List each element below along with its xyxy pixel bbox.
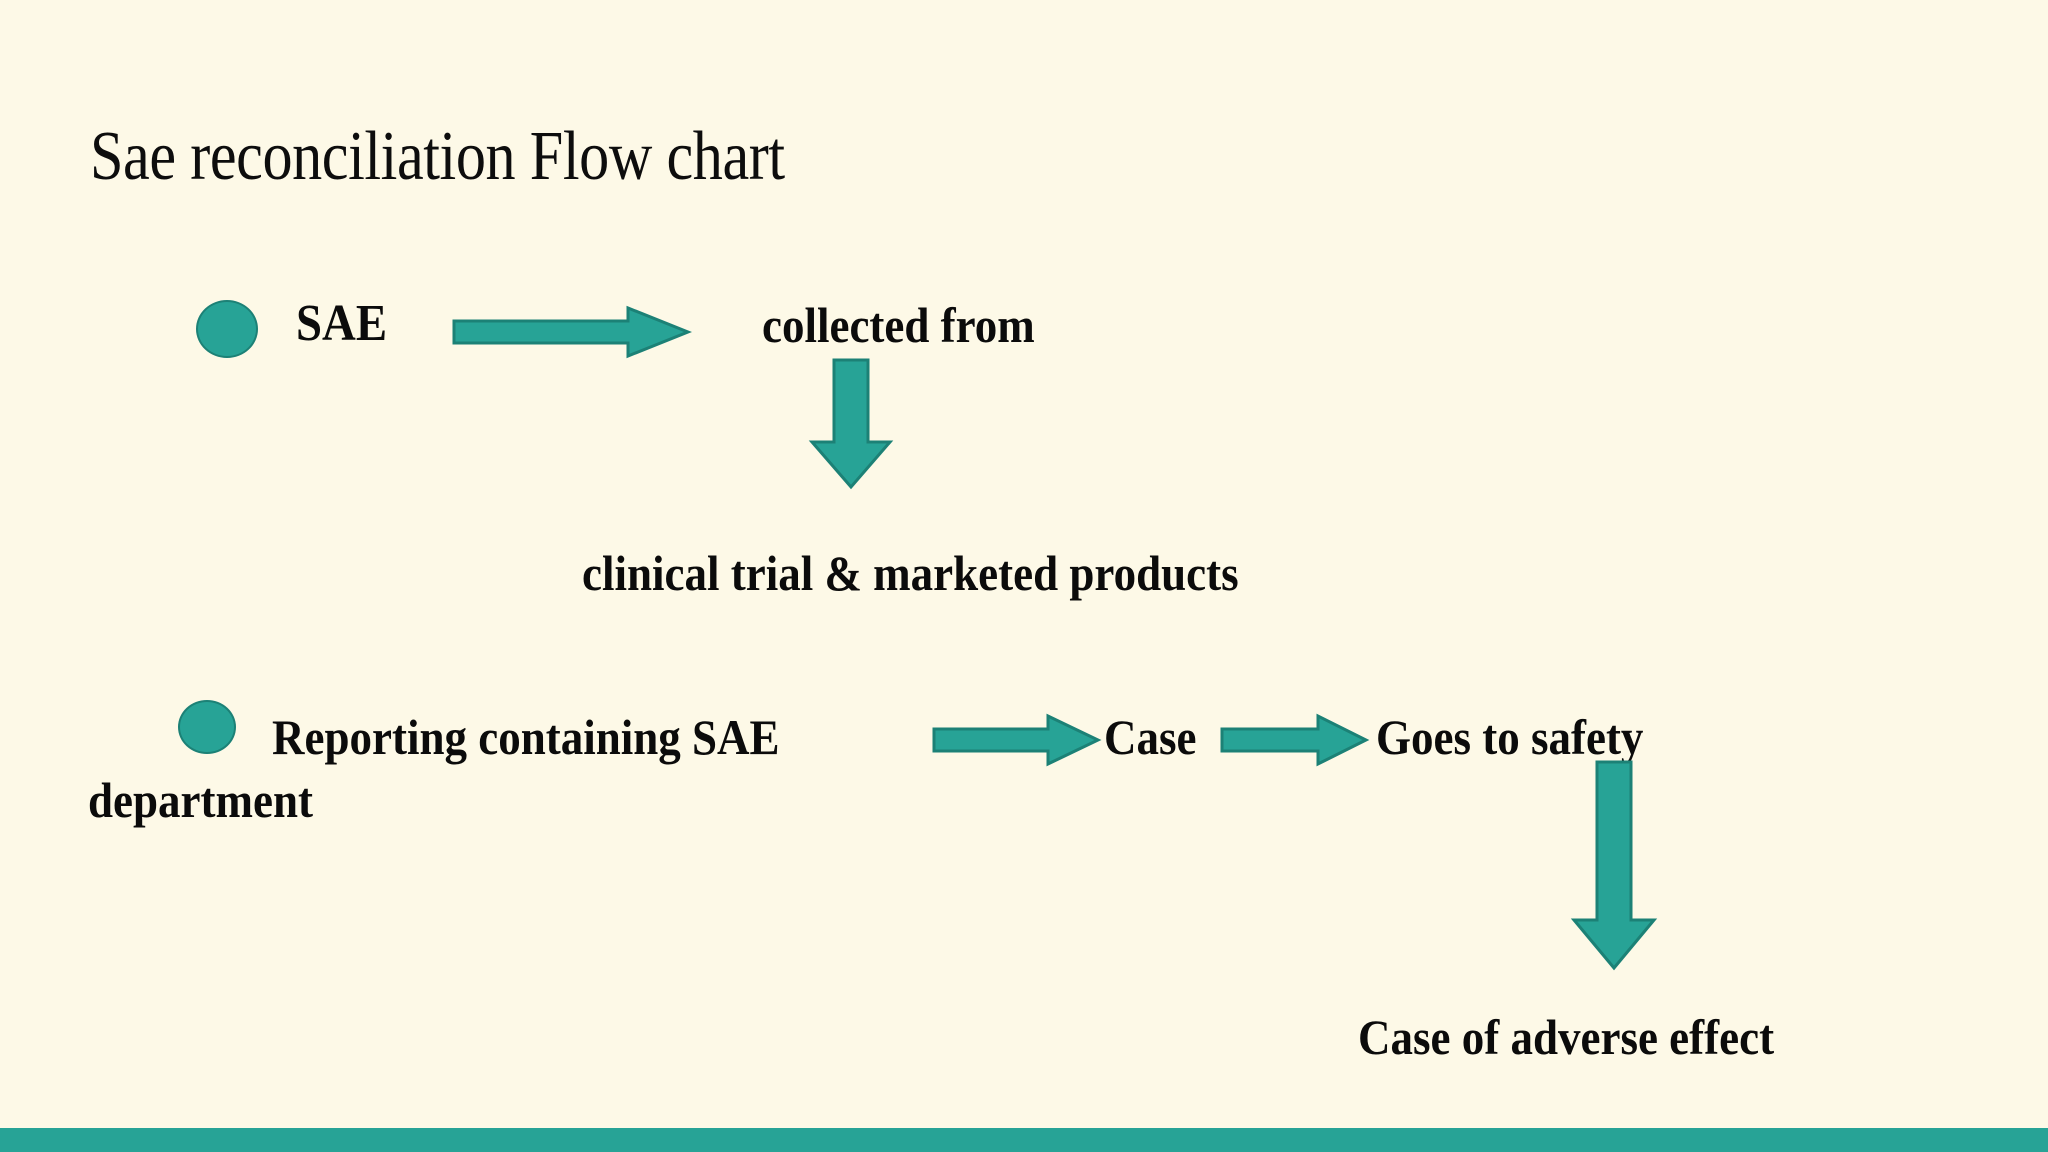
bullet-circle-sae [196,300,258,358]
bullet-circle-reporting [178,700,236,754]
arrow-right-icon [452,304,692,360]
flow-node-goes-to-safety: Goes to safety [1376,709,1644,765]
flow-node-reporting-containing-sae: Reporting containing SAE [272,709,780,765]
arrow-right-icon [1220,712,1370,768]
flow-node-collected-from: collected from [762,297,1035,353]
flow-node-department: department [88,772,313,828]
arrow-down-icon [806,358,896,490]
flow-node-clinical-trial: clinical trial & marketed products [582,545,1239,601]
arrow-down-icon [1564,760,1664,972]
arrow-right-icon [932,712,1102,768]
bottom-accent-bar [0,1128,2048,1152]
flow-node-case-of-adverse-effect: Case of adverse effect [1358,1009,1775,1065]
flow-node-case: Case [1104,709,1197,765]
page-title: Sae reconciliation Flow chart [90,118,785,195]
flow-node-sae: SAE [296,295,388,352]
